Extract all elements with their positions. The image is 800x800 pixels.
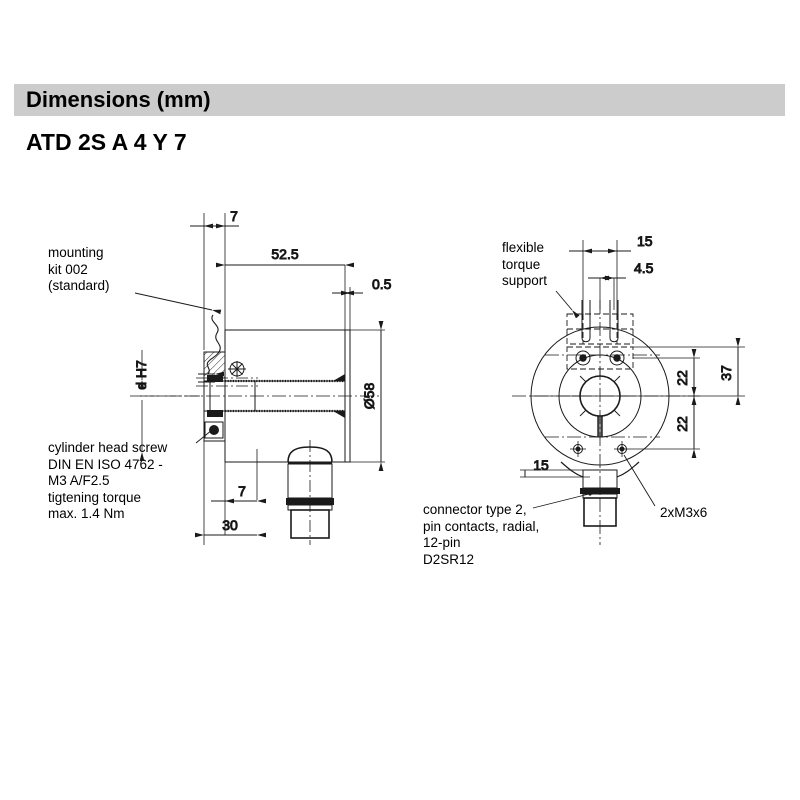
front-view-torque-pins [581, 300, 619, 343]
dim-label-37: 37 [718, 365, 734, 381]
dim-label-7-bottom: 7 [238, 483, 246, 499]
leader-flexible-torque-support [555, 290, 580, 319]
dim-label-22-upper: 22 [674, 370, 690, 386]
side-view-extension-lines [203, 213, 385, 545]
dim-label-30: 30 [222, 517, 238, 533]
section-header-bar [14, 84, 785, 116]
side-view-cylinder-head-screw [204, 421, 224, 439]
dim-label-15-top: 15 [637, 233, 653, 249]
side-view-housing [224, 329, 351, 463]
dim-label-52-5: 52.5 [271, 246, 298, 262]
side-view-seal-bands [225, 379, 345, 413]
note-mounting-kit: mounting kit 002 (standard) [48, 245, 110, 293]
note-connector: connector type 2, pin contacts, radial, … [423, 502, 540, 567]
shaft-bore-indicator [198, 371, 224, 383]
dim-label-22-lower: 22 [674, 416, 690, 432]
side-view-bore-dashes [196, 377, 258, 387]
leader-cylinder-head-screw [195, 429, 213, 444]
side-view-screw-symbol [228, 361, 246, 377]
model-code-label: ATD 2S A 4 Y 7 [26, 129, 187, 155]
side-view-group: 7 52.5 0.5 Ø58 [130, 208, 392, 545]
front-view-bottom-screws [570, 441, 630, 457]
front-view-connector [560, 461, 640, 527]
side-view-clamp-ring [203, 352, 223, 441]
leader-mounting-kit [134, 292, 222, 315]
side-view-fillets [333, 374, 345, 418]
dim-label-7-top: 7 [230, 208, 238, 224]
dim-4-5 [588, 275, 626, 310]
note-screws: 2xM3x6 [660, 505, 708, 520]
dim-label-0-5: 0.5 [372, 276, 392, 292]
leader-2xm3x6 [623, 454, 656, 507]
note-flexible-torque-support: flexible torque support [502, 240, 548, 288]
note-cylinder-head-screw: cylinder head screw DIN EN ISO 4762 - M3… [48, 440, 168, 521]
dim-label-diameter-58: Ø58 [361, 383, 377, 410]
page-title: Dimensions (mm) [26, 87, 211, 112]
side-view-connector [286, 440, 334, 545]
leader-connector [532, 493, 590, 509]
dim-label-4-5: 4.5 [634, 260, 654, 276]
front-view-extension-lines [520, 240, 745, 478]
front-view-centerlines [512, 300, 700, 545]
front-view-clamp-slot [597, 416, 603, 437]
mounting-kit-spring-clip [206, 314, 221, 375]
dim-label-d-h7: d H7 [133, 360, 149, 390]
front-view-group: 15 4.5 37 22 [512, 233, 745, 545]
dim-d-h7 [130, 350, 200, 461]
dim-label-15-bottom: 15 [533, 457, 549, 473]
